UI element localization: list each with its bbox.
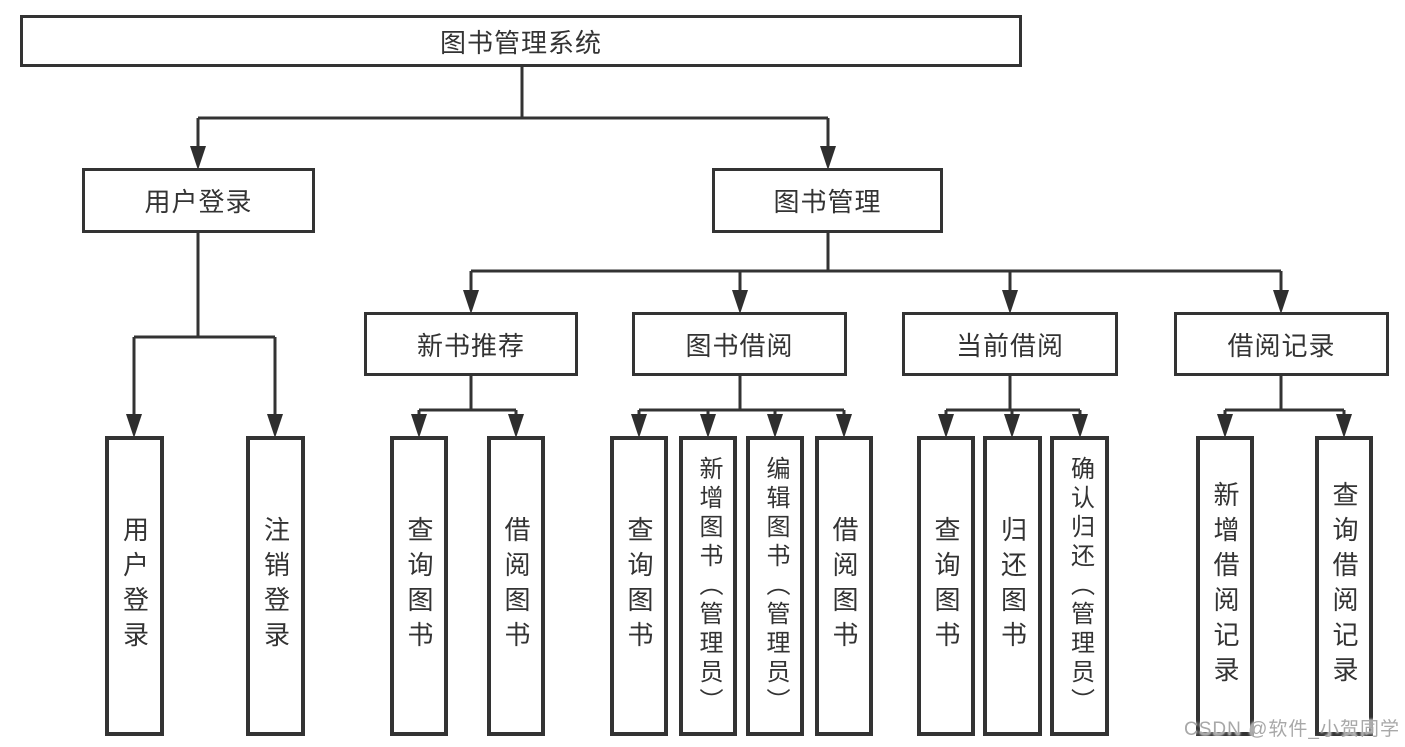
node-label: 新增借阅记录 bbox=[1210, 481, 1240, 691]
node-label: 借阅记录 bbox=[1227, 330, 1336, 361]
leaf-query-borrow-record: 查询借阅记录 bbox=[1315, 436, 1373, 736]
leaf-query-books-current: 查询图书 bbox=[917, 436, 975, 736]
leaf-query-books-borrowing: 查询图书 bbox=[610, 436, 668, 736]
node-label: 注销登录 bbox=[260, 516, 291, 656]
leaf-edit-book-admin: 编辑图书（管理员） bbox=[746, 436, 804, 736]
node-label: 图书管理 bbox=[773, 187, 882, 217]
csdn-watermark: CSDN @软件_小贺同学 bbox=[1184, 719, 1400, 740]
node-label: 借阅图书 bbox=[829, 516, 859, 656]
node-label: 新增图书（管理员） bbox=[695, 455, 722, 717]
node-label: 编辑图书（管理员） bbox=[762, 455, 789, 717]
node-label: 用户登录 bbox=[144, 187, 253, 217]
node-label: 查询图书 bbox=[404, 516, 434, 656]
leaf-query-books-recommend: 查询图书 bbox=[390, 436, 448, 736]
node-book-borrowing: 图书借阅 bbox=[632, 312, 847, 376]
node-label: 确认归还（管理员） bbox=[1066, 455, 1094, 717]
node-library-management-system: 图书管理系统 bbox=[20, 15, 1022, 67]
node-label: 图书管理系统 bbox=[439, 27, 602, 58]
node-new-book-recommendation: 新书推荐 bbox=[364, 312, 578, 376]
node-label: 查询借阅记录 bbox=[1329, 481, 1359, 691]
node-label: 用户登录 bbox=[119, 516, 150, 656]
leaf-return-books: 归还图书 bbox=[983, 436, 1042, 736]
node-label: 新书推荐 bbox=[416, 330, 525, 361]
leaf-confirm-return-admin: 确认归还（管理员） bbox=[1050, 436, 1109, 736]
node-current-borrowing: 当前借阅 bbox=[902, 312, 1118, 376]
node-label: 当前借阅 bbox=[955, 330, 1064, 361]
leaf-add-borrow-record: 新增借阅记录 bbox=[1196, 436, 1254, 736]
node-label: 查询图书 bbox=[624, 516, 654, 656]
node-user-login-branch: 用户登录 bbox=[82, 168, 315, 233]
node-label: 图书借阅 bbox=[685, 330, 794, 361]
leaf-add-book-admin: 新增图书（管理员） bbox=[679, 436, 737, 736]
arrowheads bbox=[126, 146, 1352, 438]
node-book-management-branch: 图书管理 bbox=[712, 168, 943, 233]
node-borrowing-records: 借阅记录 bbox=[1174, 312, 1389, 376]
node-label: 归还图书 bbox=[997, 516, 1028, 656]
leaf-user-login: 用户登录 bbox=[105, 436, 164, 736]
leaf-logout: 注销登录 bbox=[246, 436, 305, 736]
leaf-borrow-books-recommend: 借阅图书 bbox=[487, 436, 545, 736]
node-label: 查询图书 bbox=[931, 516, 961, 656]
node-label: 借阅图书 bbox=[501, 516, 531, 656]
leaf-borrow-books-borrowing: 借阅图书 bbox=[815, 436, 873, 736]
